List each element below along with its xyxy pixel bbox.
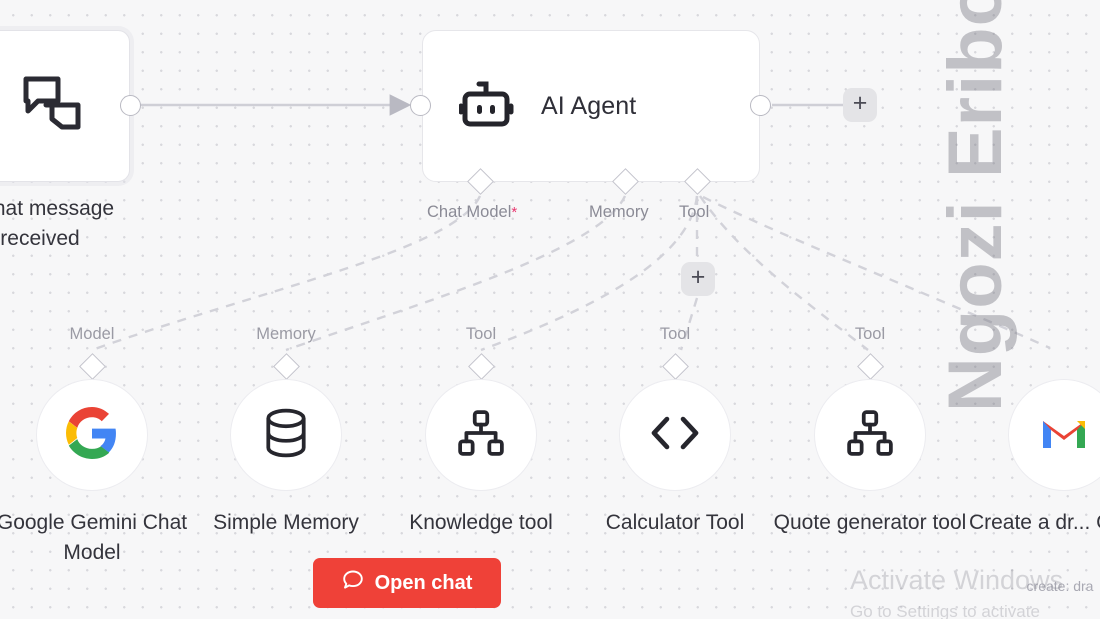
chat-model-label-text: Chat Model [427, 203, 512, 221]
connector-label-tool: Tool [679, 203, 710, 221]
agent-input-endpoint[interactable] [410, 95, 431, 116]
sitemap-icon [846, 409, 894, 461]
subnode-diamond-quote[interactable] [857, 353, 884, 380]
add-tool-button[interactable]: + [681, 262, 715, 296]
subnode-sublabel-gmail: create: dra [1026, 578, 1094, 594]
subnode-diamond-knowledge[interactable] [468, 353, 495, 380]
subnode-diamond-calculator[interactable] [662, 353, 689, 380]
node-quote-generator-tool[interactable] [814, 379, 926, 491]
agent-output-endpoint[interactable] [750, 95, 771, 116]
calculator-tool-label-text: Calculator Tool [605, 511, 745, 534]
subnode-diamond-gemini[interactable] [79, 353, 106, 380]
subnode-diamond-simple-memory[interactable] [273, 353, 300, 380]
subnode-connector-label-tool-quote: Tool [854, 325, 886, 343]
node-google-gemini-chat-model[interactable] [36, 379, 148, 491]
subnode-label-gmail: Create a dr... Gmail [955, 508, 1100, 538]
subnode-connector-label-tool-knowledge: Tool [465, 325, 497, 343]
knowledge-tool-label-text: Knowledge tool [409, 511, 553, 534]
gemini-label-text: Google Gemini Chat Model [0, 511, 188, 565]
node-ai-agent[interactable]: AI Agent [422, 30, 760, 182]
subnode-label-knowledge-tool: Knowledge tool [376, 508, 586, 538]
open-chat-button[interactable]: Open chat [313, 558, 501, 608]
plus-icon: + [852, 88, 868, 117]
subnode-label-simple-memory: Simple Memory [181, 508, 391, 538]
google-g-icon [66, 406, 118, 464]
subnode-label-calculator-tool: Calculator Tool [570, 508, 780, 538]
sitemap-icon [457, 409, 505, 461]
node-knowledge-tool[interactable] [425, 379, 537, 491]
author-watermark: Ngozi Eribo [932, 0, 1018, 413]
connector-label-memory: Memory [589, 203, 649, 221]
database-icon [263, 408, 309, 463]
edge-tool-to-quote [699, 195, 869, 351]
subnode-connector-label-tool-calculator: Tool [659, 325, 691, 343]
node-calculator-tool[interactable] [619, 379, 731, 491]
chat-bubbles-icon [22, 75, 84, 138]
quote-generator-label-text: Quote generator tool [773, 511, 967, 534]
ai-agent-title: AI Agent [541, 91, 637, 120]
node-when-chat-message-received[interactable] [0, 30, 130, 182]
robot-icon [458, 78, 517, 135]
trigger-label-line2: received [0, 227, 80, 251]
open-chat-label: Open chat [374, 571, 473, 594]
node-simple-memory[interactable] [230, 379, 342, 491]
plus-icon: + [690, 262, 706, 291]
activate-windows-line2: Go to Settings to activate [850, 602, 1040, 619]
trigger-output-endpoint[interactable] [120, 95, 141, 116]
add-node-after-agent-button[interactable]: + [843, 88, 877, 122]
activate-windows-watermark: Activate Windows Go to Settings to activ… [850, 565, 1063, 619]
gmail-label-text: Create a dr... Gmail [968, 511, 1100, 534]
trigger-node-label: n chat message received [0, 194, 185, 255]
subnode-connector-label-model: Model [69, 325, 115, 343]
subnode-connector-label-memory: Memory [256, 325, 316, 343]
connector-label-chat-model: Chat Model* [427, 203, 517, 222]
subnode-label-gemini: Google Gemini Chat Model [0, 508, 197, 569]
chat-bubble-icon [342, 569, 364, 597]
gmail-icon [1040, 415, 1088, 456]
node-create-draft-gmail[interactable] [1008, 379, 1100, 491]
trigger-label-line1: n chat message [0, 197, 115, 220]
simple-memory-label-text: Simple Memory [213, 511, 359, 534]
required-asterisk: * [511, 204, 518, 221]
code-brackets-icon [649, 413, 701, 458]
activate-windows-line1: Activate Windows [850, 565, 1064, 595]
subnode-label-quote-generator: Quote generator tool [765, 508, 975, 538]
